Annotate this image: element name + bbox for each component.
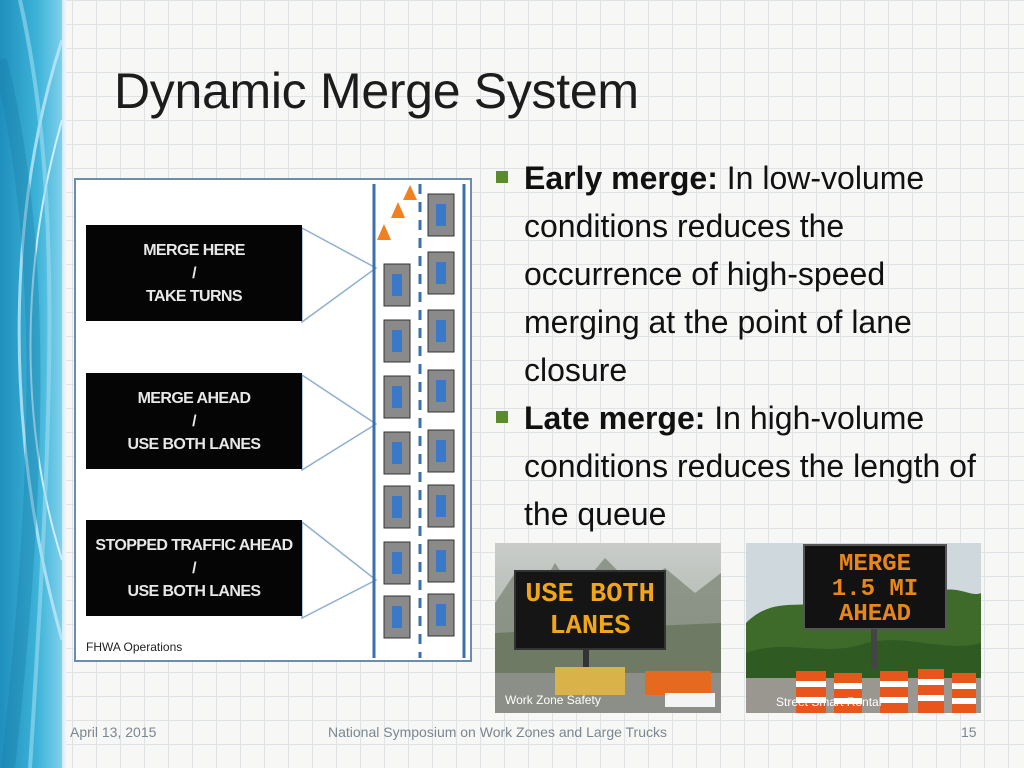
footer-date: April 13, 2015 (70, 724, 157, 740)
led-line: 1.5 MI (832, 576, 918, 603)
vms-sign-merge-ahead: MERGE AHEAD / USE BOTH LANES (86, 373, 302, 469)
led-line: LANES (549, 612, 630, 642)
bullet-text: In high-volume conditions reduces the le… (524, 400, 976, 532)
slide-title: Dynamic Merge System (114, 63, 639, 119)
photo-use-both-lanes: USE BOTH LANES Work Zone Safety (495, 543, 721, 713)
vms-line: / (192, 412, 196, 430)
bullet-heading: Late merge: (524, 400, 706, 436)
lane-graphic (301, 184, 466, 658)
vms-sign-merge-here: MERGE HERE / TAKE TURNS (86, 225, 302, 321)
diagram-credit: FHWA Operations (86, 640, 183, 654)
sidebar-edge (62, 0, 66, 768)
footer-event: National Symposium on Work Zones and Lar… (328, 724, 668, 740)
photo-credit: Street Smart Rental (776, 695, 882, 709)
bullet-late-merge: Late merge: In high-volume conditions re… (494, 394, 994, 538)
led-line: MERGE (839, 551, 911, 578)
vms-line: USE BOTH LANES (127, 435, 262, 453)
vms-line: USE BOTH LANES (127, 582, 262, 600)
bullet-text: In low-volume conditions reduces the occ… (524, 160, 925, 388)
footer-page-number: 15 (961, 724, 977, 740)
decorative-sidebar (0, 0, 62, 768)
bullet-heading: Early merge: (524, 160, 718, 196)
merge-diagram: MERGE HERE / TAKE TURNS MERGE AHEAD / US… (74, 178, 472, 662)
vms-line: MERGE AHEAD (137, 389, 251, 407)
led-line: USE BOTH (525, 580, 655, 610)
vms-line: / (192, 559, 196, 577)
vms-line: / (192, 264, 196, 282)
bullet-list: Early merge: In low-volume conditions re… (494, 154, 994, 538)
photo-merge-ahead: MERGE 1.5 MI AHEAD Street Smart Rental (746, 543, 981, 713)
vms-sign-stopped-traffic: STOPPED TRAFFIC AHEAD / USE BOTH LANES (86, 520, 302, 616)
vms-line: TAKE TURNS (146, 287, 243, 305)
bullet-square-icon (496, 411, 508, 423)
led-line: AHEAD (839, 601, 911, 628)
bullet-square-icon (496, 171, 508, 183)
vms-line: STOPPED TRAFFIC AHEAD (95, 536, 293, 554)
photo-credit: Work Zone Safety (505, 693, 601, 707)
bullet-early-merge: Early merge: In low-volume conditions re… (494, 154, 994, 394)
vms-line: MERGE HERE (143, 241, 245, 259)
